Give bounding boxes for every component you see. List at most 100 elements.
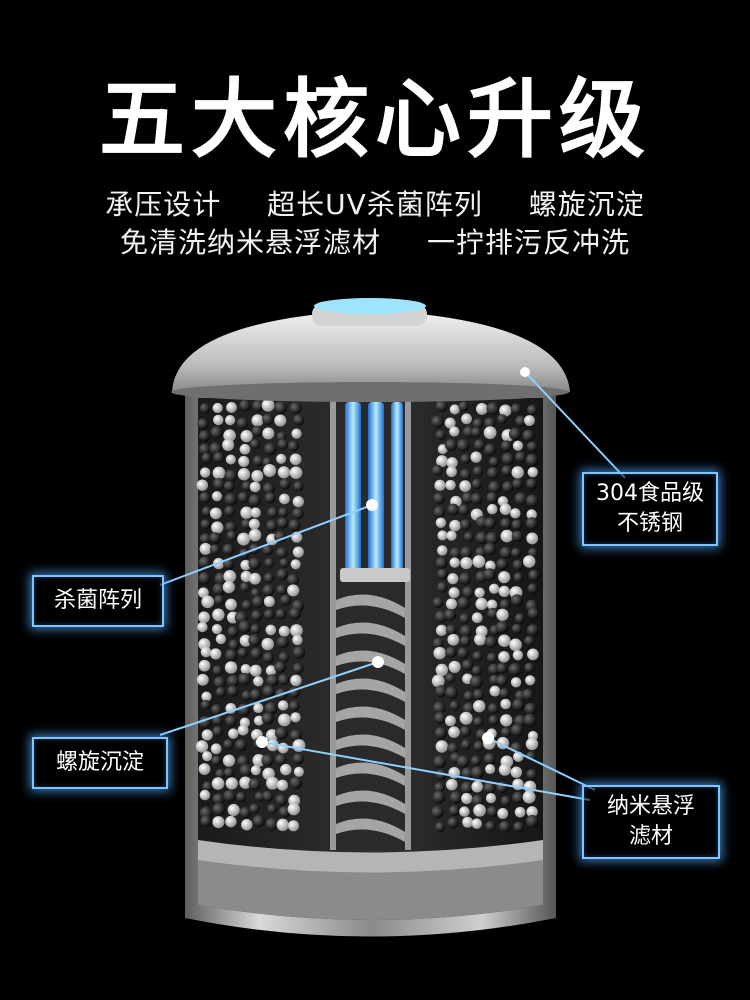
media-ball <box>289 453 302 466</box>
media-ball <box>274 401 288 415</box>
media-ball <box>483 426 497 440</box>
media-ball <box>212 665 223 676</box>
callout-spiral: 螺旋沉淀 <box>32 737 168 789</box>
media-ball <box>240 518 252 530</box>
media-ball <box>459 468 472 480</box>
media-ball <box>434 610 448 624</box>
media-ball <box>278 673 290 686</box>
media-ball <box>248 528 262 542</box>
media-ball <box>488 583 500 594</box>
media-ball <box>292 646 306 659</box>
media-ball <box>488 663 500 676</box>
media-ball <box>276 584 287 595</box>
media-ball <box>500 714 513 727</box>
media-ball <box>212 802 226 816</box>
media-ball <box>254 791 265 802</box>
media-ball <box>499 404 512 417</box>
media-ball <box>201 452 212 464</box>
media-ball <box>432 790 446 804</box>
media-ball <box>449 404 460 415</box>
media-ball <box>212 793 225 806</box>
media-ball <box>261 712 274 725</box>
media-ball <box>446 457 458 469</box>
media-ball <box>460 546 473 559</box>
media-ball <box>240 664 251 675</box>
media-ball <box>472 555 486 568</box>
media-ball <box>447 817 459 829</box>
media-ball <box>437 530 448 541</box>
media-ball <box>211 755 222 766</box>
media-ball <box>525 737 539 751</box>
media-ball <box>237 532 251 546</box>
media-ball <box>484 517 496 529</box>
callout-steel: 304食品级 不锈钢 <box>582 472 718 546</box>
media-ball <box>484 636 497 649</box>
media-ball <box>274 726 288 740</box>
feature-backwash: 一拧排污反冲洗 <box>426 226 630 259</box>
media-ball <box>435 399 448 413</box>
media-ball <box>436 455 448 468</box>
media-ball <box>433 755 447 769</box>
media-ball <box>473 740 484 752</box>
media-ball <box>288 519 301 531</box>
media-ball <box>448 726 460 739</box>
media-ball <box>197 621 208 633</box>
media-ball <box>512 478 523 490</box>
media-ball <box>225 815 237 828</box>
media-ball <box>280 594 292 606</box>
media-ball <box>225 648 238 662</box>
spiral-blade <box>336 734 405 758</box>
media-ball <box>202 751 213 762</box>
media-ball <box>211 777 225 790</box>
media-ball <box>290 712 301 723</box>
media-ball <box>449 547 462 560</box>
media-ball <box>201 691 212 702</box>
media-ball <box>276 453 287 464</box>
media-ball <box>434 479 446 491</box>
media-ball <box>447 633 460 646</box>
media-ball <box>276 568 289 581</box>
feature-row-1: 承压设计 超长UV杀菌阵列 螺旋沉淀 <box>0 186 750 224</box>
media-ball <box>511 466 524 479</box>
media-ball <box>289 402 302 415</box>
media-ball <box>200 646 212 658</box>
media-ball <box>526 806 538 818</box>
spiral-blade <box>336 706 405 730</box>
media-ball <box>236 417 249 430</box>
media-ball <box>291 428 302 439</box>
media-ball <box>266 776 279 790</box>
media-ball <box>249 572 261 585</box>
media-ball <box>240 430 253 443</box>
media-ball <box>289 776 303 790</box>
media-ball <box>443 608 457 621</box>
media-ball <box>279 478 291 490</box>
media-ball <box>489 685 501 697</box>
spiral-blade <box>336 790 405 814</box>
media-ball <box>445 479 456 491</box>
media-ball <box>447 503 460 516</box>
media-ball <box>262 685 275 698</box>
media-ball <box>238 672 251 686</box>
callout-media-line-2: 滤材 <box>628 824 673 849</box>
media-ball <box>287 802 300 816</box>
media-ball <box>276 547 288 559</box>
media-ball <box>251 414 264 427</box>
media-ball <box>212 608 225 621</box>
media-ball <box>213 676 226 689</box>
media-ball <box>522 790 536 804</box>
media-ball <box>266 739 279 752</box>
media-ball <box>445 646 457 658</box>
media-ball <box>459 624 473 638</box>
media-ball <box>196 479 209 491</box>
media-ball <box>263 463 277 477</box>
media-ball <box>197 418 209 430</box>
callout-media-line-1: 纳米悬浮 <box>606 794 695 819</box>
media-ball <box>449 791 463 804</box>
media-ball <box>239 806 251 819</box>
media-ball <box>226 674 240 688</box>
media-ball <box>524 702 537 716</box>
media-ball <box>498 571 511 584</box>
media-ball <box>276 779 288 791</box>
media-ball <box>475 402 488 415</box>
media-ball <box>473 716 484 727</box>
